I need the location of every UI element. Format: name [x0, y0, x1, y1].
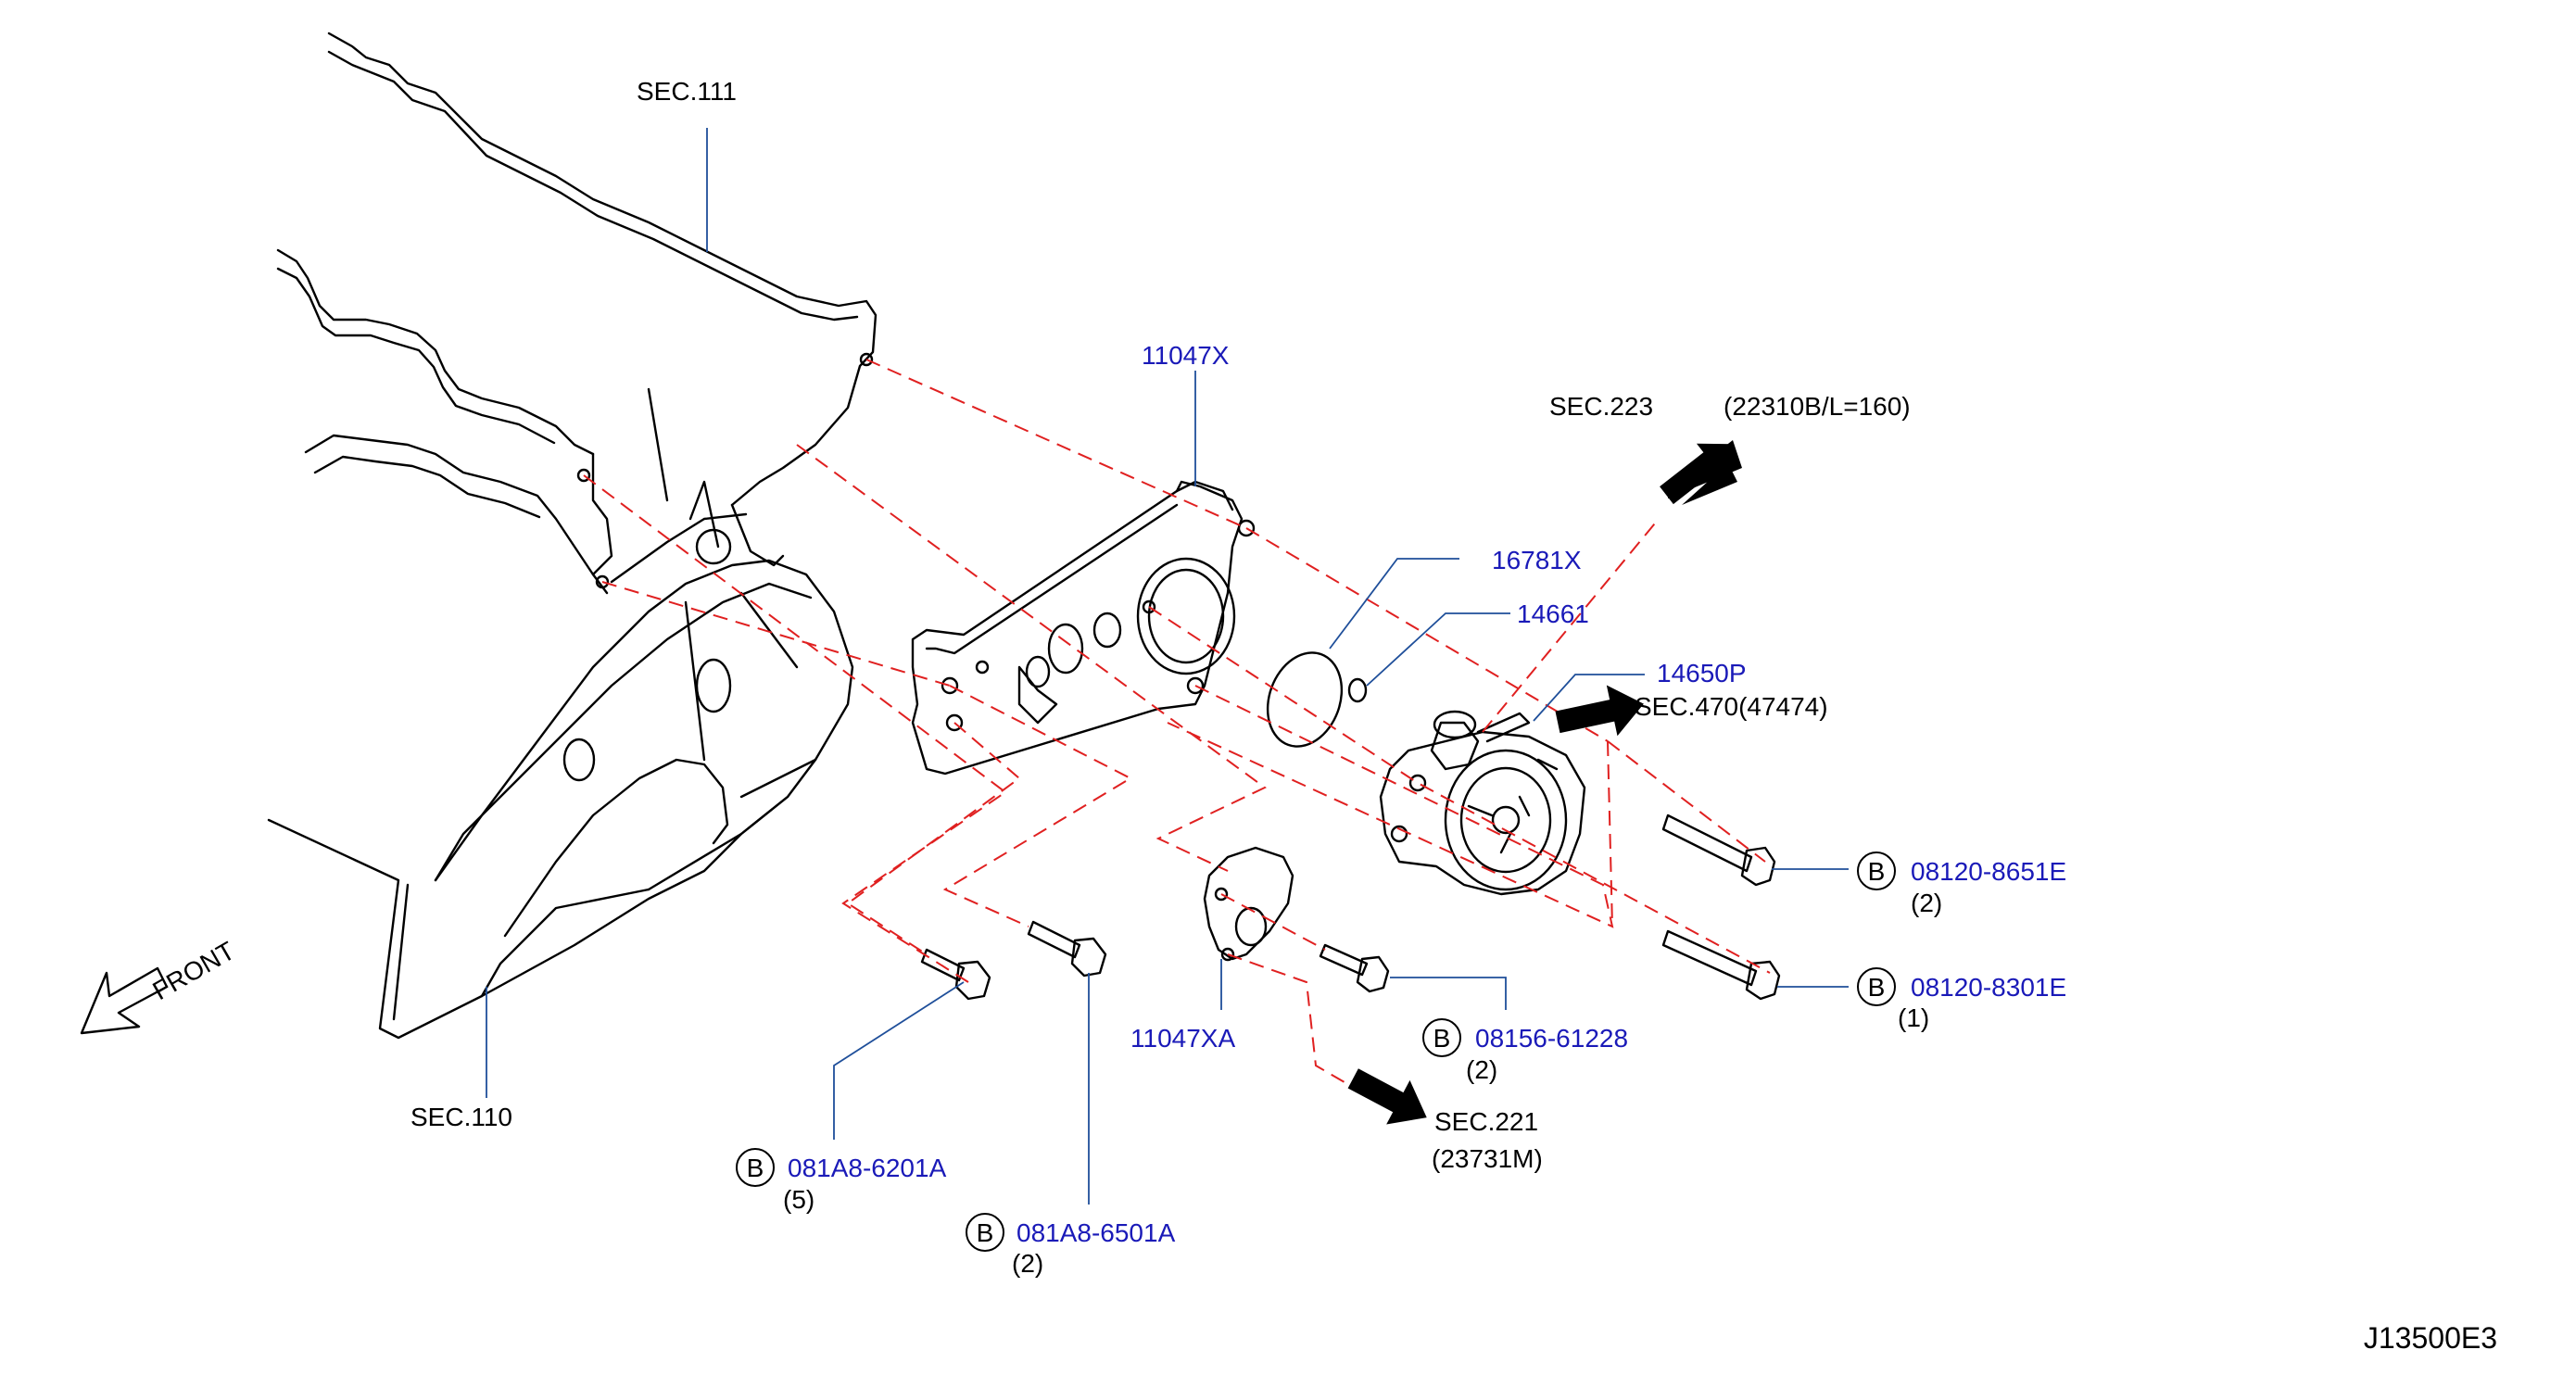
label-sec470: SEC.470(47474): [1635, 692, 1828, 721]
label-part-11047XA: 11047XA: [1130, 1024, 1235, 1053]
bolt-callout-081A8-6501A: B 081A8-6501A (2): [966, 1213, 1176, 1278]
label-bolt-081A8-6501A: 081A8-6501A: [1017, 1218, 1176, 1247]
bolt-callout-08120-8651E: B 08120-8651E (2): [1857, 851, 2066, 917]
qty-bolt-08120-8301E: (1): [1898, 1003, 1929, 1032]
label-front: FRONT: [148, 936, 240, 1005]
b-marker: B: [1868, 857, 1886, 886]
bolt-08120-8301E-drawing: [1661, 929, 1781, 1001]
label-part-14650P: 14650P: [1657, 659, 1747, 688]
b-marker: B: [977, 1218, 994, 1247]
bolt-callout-08120-8301E: B 08120-8301E (1): [1857, 967, 2066, 1032]
label-sec111: SEC.111: [637, 77, 737, 106]
label-bolt-081A8-6201A: 081A8-6201A: [788, 1154, 947, 1182]
b-marker-circle: [1857, 967, 1896, 1006]
leader-lines: [486, 128, 1849, 1205]
bolt-081A8-6201A-drawing: [920, 948, 991, 1001]
label-part-11047X: 11047X: [1142, 341, 1230, 370]
bolt-081A8-6501A-drawing: [1027, 920, 1107, 978]
vacuum-pump-14650P-drawing: [1379, 710, 1586, 896]
label-part-16781X: 16781X: [1492, 546, 1582, 574]
b-marker-circle: [1857, 851, 1896, 890]
arrow-to-sec223: [1660, 440, 1742, 505]
b-marker: B: [1868, 973, 1886, 1002]
arrow-to-sec470: [1555, 685, 1644, 737]
arrow-to-sec221: [1347, 1068, 1427, 1125]
b-marker-circle: [736, 1148, 775, 1187]
b-marker-circle: [1422, 1018, 1461, 1057]
front-direction-arrow: [80, 966, 169, 1035]
bolt-08156-61228-drawing: [1319, 943, 1390, 993]
diagram-id: J13500E3: [2364, 1321, 2497, 1355]
bolt-callout-08156-61228: B 08156-61228 (2): [1422, 1018, 1628, 1084]
label-sec221-ref: (23731M): [1432, 1144, 1543, 1173]
bolt-callout-081A8-6201A: B 081A8-6201A (5): [736, 1148, 947, 1214]
qty-bolt-08156-61228: (2): [1466, 1055, 1497, 1084]
qty-bolt-08120-8651E: (2): [1911, 889, 1942, 917]
bracket-11047XA-drawing: [1203, 846, 1294, 962]
label-bolt-08156-61228: 08156-61228: [1475, 1024, 1628, 1053]
front-cover-outline: [267, 559, 854, 1040]
o-ring-14661-drawing: [1347, 677, 1368, 703]
b-marker: B: [747, 1154, 764, 1182]
label-sec223: SEC.223: [1549, 392, 1653, 421]
qty-bolt-081A8-6501A: (2): [1012, 1249, 1043, 1278]
qty-bolt-081A8-6201A: (5): [783, 1185, 814, 1214]
label-sec223-ref: (22310B/L=160): [1724, 392, 1911, 421]
label-bolt-08120-8651E: 08120-8651E: [1911, 857, 2066, 886]
label-sec221: SEC.221: [1434, 1107, 1538, 1136]
label-part-14661: 14661: [1517, 599, 1589, 628]
bolt-08120-8651E-drawing: [1661, 814, 1776, 887]
cylinder-head-outline: [276, 32, 878, 595]
b-marker-circle: [966, 1213, 1004, 1252]
label-bolt-08120-8301E: 08120-8301E: [1911, 973, 2066, 1002]
label-sec110: SEC.110: [410, 1103, 512, 1131]
b-marker: B: [1433, 1024, 1451, 1053]
assembly-dashed-lines: [583, 359, 1771, 1099]
bracket-11047X-drawing: [911, 480, 1256, 776]
